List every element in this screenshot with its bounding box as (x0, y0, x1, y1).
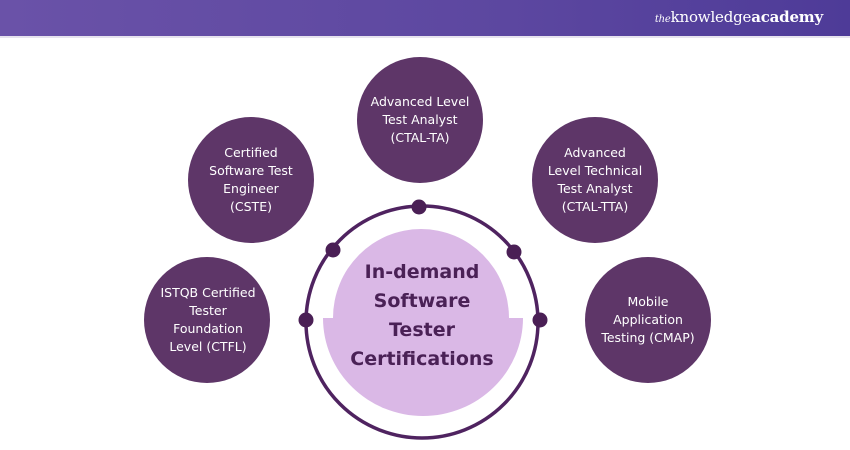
satellite-istqb (144, 257, 270, 383)
center-disc-upper (333, 229, 509, 318)
label-ctal-tta: Advanced Level Technical Test Analyst (C… (533, 117, 657, 243)
ring-dot-upper-left (325, 242, 341, 258)
label-line: Test Analyst (557, 181, 633, 196)
label-line: Engineer (223, 181, 279, 196)
satellite-ctal-ta (357, 57, 483, 183)
ring-dot-top (411, 199, 427, 215)
center-title: In-demand Software Tester Certifications (322, 258, 522, 374)
label-line: (CTAL-TA) (390, 130, 450, 145)
label-line: Certified (224, 145, 278, 160)
center-title-line: Tester (389, 319, 455, 341)
ring-dot-left (298, 312, 314, 328)
label-line: Software Test (209, 163, 293, 178)
label-line: Advanced Level (370, 94, 470, 109)
ring-dot-right (532, 312, 548, 328)
satellite-ctal-tta (532, 117, 658, 243)
label-line: Tester (189, 303, 227, 318)
satellite-cste (188, 117, 314, 243)
label-cmap: Mobile Application Testing (CMAP) (586, 257, 710, 383)
brand-main: knowledge (670, 8, 752, 26)
label-ctal-ta: Advanced Level Test Analyst (CTAL-TA) (358, 57, 482, 183)
brand-prefix: the (654, 14, 671, 25)
header-divider (0, 36, 850, 38)
brand-suffix: academy (751, 8, 823, 26)
label-line: ISTQB Certified (160, 285, 256, 300)
label-line: Advanced (564, 145, 626, 160)
ring-dot-upper-right (506, 244, 522, 260)
label-line: Mobile (627, 294, 669, 309)
label-cste: Certified Software Test Engineer (CSTE) (191, 117, 311, 243)
label-line: Test Analyst (382, 112, 458, 127)
header-banner (0, 0, 850, 36)
label-line: Level (CTFL) (169, 339, 247, 354)
label-istqb: ISTQB Certified Tester Foundation Level … (147, 257, 269, 383)
label-line: Level Technical (547, 163, 643, 178)
satellite-cmap (585, 257, 711, 383)
label-line: Testing (CMAP) (601, 330, 695, 345)
brand-logo: theknowledgeacademy (655, 8, 823, 26)
label-line: (CTAL-TTA) (561, 199, 629, 214)
center-title-line: Software (373, 290, 471, 312)
center-title-line: Certifications (350, 348, 494, 370)
center-title-line: In-demand (364, 261, 480, 283)
label-line: Application (613, 312, 683, 327)
center-disc-lower (323, 318, 523, 416)
label-line: (CSTE) (230, 199, 272, 214)
label-line: Foundation (173, 321, 243, 336)
